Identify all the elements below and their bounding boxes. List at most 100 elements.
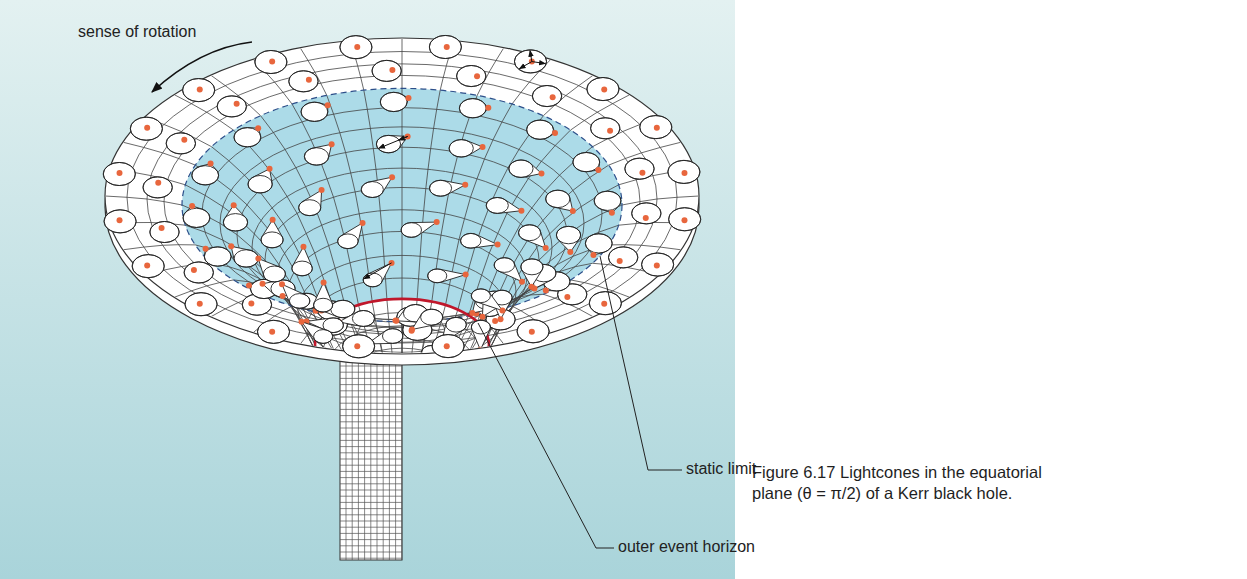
lightcone <box>428 269 466 283</box>
lightcone-rim <box>429 35 461 58</box>
event-dot <box>601 86 607 92</box>
event-dot <box>538 171 544 177</box>
event-dot <box>498 316 504 322</box>
lightcone-rim <box>338 234 358 249</box>
lightcone <box>338 223 363 249</box>
lightcone-rim <box>471 320 490 334</box>
event-dot <box>354 343 360 349</box>
lightcone-rim <box>143 177 172 198</box>
event-dot <box>477 347 483 353</box>
lightcone <box>143 177 172 198</box>
grid-radial <box>123 245 378 413</box>
event-dot <box>335 355 341 361</box>
lightcone-rim <box>361 182 383 198</box>
static-limit-ring <box>182 88 622 321</box>
event-dot <box>654 125 660 131</box>
lightcone-rim <box>449 140 473 157</box>
event-dot <box>639 170 645 176</box>
lightcone-rim <box>461 233 481 248</box>
lightcone-rim <box>625 158 654 179</box>
event-dot <box>228 243 234 249</box>
event-dot <box>270 217 276 223</box>
lightcone <box>401 222 437 237</box>
lightcone <box>363 263 391 287</box>
grid-line <box>370 360 371 560</box>
event-dot <box>654 262 660 268</box>
grid-radial <box>175 280 383 417</box>
lightcone <box>517 320 549 343</box>
event-dot <box>155 180 161 186</box>
event-dot <box>248 300 254 306</box>
grid-line <box>340 459 402 460</box>
lightcone <box>642 253 674 276</box>
grid-line <box>340 434 402 435</box>
event-dot <box>462 182 468 188</box>
event-dot <box>234 101 240 107</box>
lightcone-rim <box>130 117 162 140</box>
lightcone <box>150 222 179 243</box>
event-dot <box>643 215 649 221</box>
event-dot <box>279 281 285 287</box>
lightcone <box>594 191 621 213</box>
lightcone <box>585 234 612 255</box>
event-dot <box>444 44 450 50</box>
lightcone <box>304 144 331 165</box>
lightcone <box>292 247 312 276</box>
grid-radial <box>426 142 681 403</box>
lightcone-rim <box>223 214 247 231</box>
grid-radial <box>254 306 390 420</box>
lightcone-rim <box>459 99 486 118</box>
event-dot <box>197 301 203 307</box>
event-dot <box>191 267 197 273</box>
lightcone <box>258 259 285 282</box>
lightcone-rim <box>372 60 401 81</box>
grid-line <box>340 527 402 528</box>
event-dot <box>354 44 360 50</box>
lightcone-rim <box>185 293 217 316</box>
event-dot <box>409 366 415 372</box>
event-dot <box>319 187 325 193</box>
grid-radial <box>425 263 660 414</box>
grid-radial <box>425 117 660 401</box>
lightcone <box>185 293 217 316</box>
grid-line <box>340 483 402 484</box>
event-dot <box>117 170 123 176</box>
event-dot <box>518 208 524 214</box>
lightcone <box>640 116 672 139</box>
event-dot <box>189 203 195 209</box>
lightcone <box>532 86 561 107</box>
lightcone-rim <box>183 79 215 102</box>
lightcone <box>231 246 258 267</box>
grid-line <box>401 360 402 560</box>
lightcone <box>339 311 375 327</box>
lightcone <box>519 225 546 248</box>
lightcone <box>217 96 246 117</box>
lightcone-rim <box>521 259 543 275</box>
event-dot <box>499 308 505 314</box>
lightcone-rim <box>519 225 541 241</box>
lightcone-rim <box>234 250 258 267</box>
grid-line <box>340 533 402 534</box>
direction-arrow <box>379 136 408 148</box>
funnel-surface <box>103 35 700 421</box>
grid-radial <box>419 294 593 418</box>
event-dot <box>280 293 286 299</box>
lightcone-rim <box>446 317 466 332</box>
event-dot <box>255 125 261 131</box>
lightcone-rim <box>289 294 309 309</box>
lightcone <box>449 140 482 157</box>
lightcone <box>509 160 542 177</box>
lightcone <box>258 320 290 343</box>
event-dot <box>479 314 485 320</box>
lightcone <box>299 190 322 216</box>
lightcone <box>343 335 375 358</box>
lightcone <box>372 60 401 81</box>
lightcone <box>301 102 328 121</box>
event-dot <box>480 144 486 150</box>
lightcone-rim <box>382 329 402 344</box>
lightcone-rim <box>299 200 321 216</box>
lightcone <box>573 153 600 172</box>
event-dot <box>609 210 615 216</box>
lightcone-rim <box>669 208 701 231</box>
lightcone-rim <box>457 66 486 87</box>
